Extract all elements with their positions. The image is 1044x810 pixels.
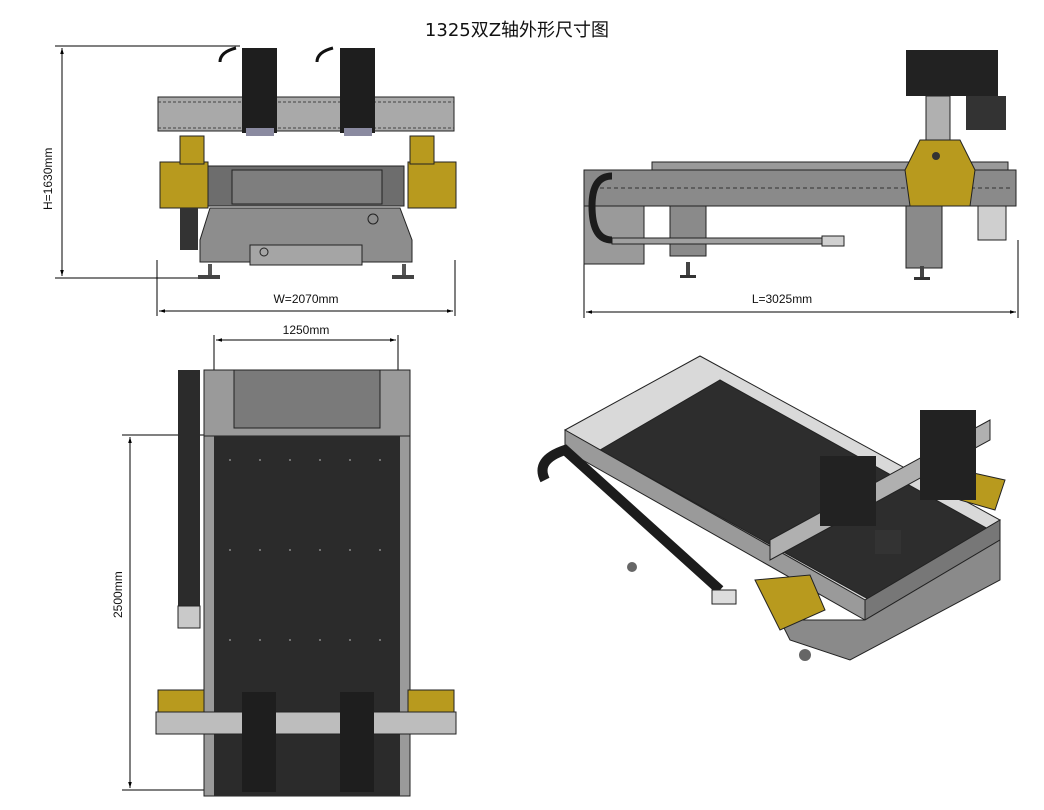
height-dimension-label: H=1630mm [41, 148, 55, 210]
drawing-title: 1325双Z轴外形尺寸图 [425, 20, 609, 41]
top-view: 1250mm 2500mm [111, 323, 457, 797]
table-length-dimension-label: 2500mm [111, 571, 125, 618]
table-width-dimension-label: 1250mm [283, 323, 330, 337]
length-dimension-label: L=3025mm [752, 292, 812, 306]
isometric-view [537, 355, 1006, 661]
width-dimension-label: W=2070mm [273, 292, 338, 306]
side-view: L=3025mm [583, 50, 1019, 318]
front-view: H=1630mm W=2070mm [41, 45, 457, 316]
